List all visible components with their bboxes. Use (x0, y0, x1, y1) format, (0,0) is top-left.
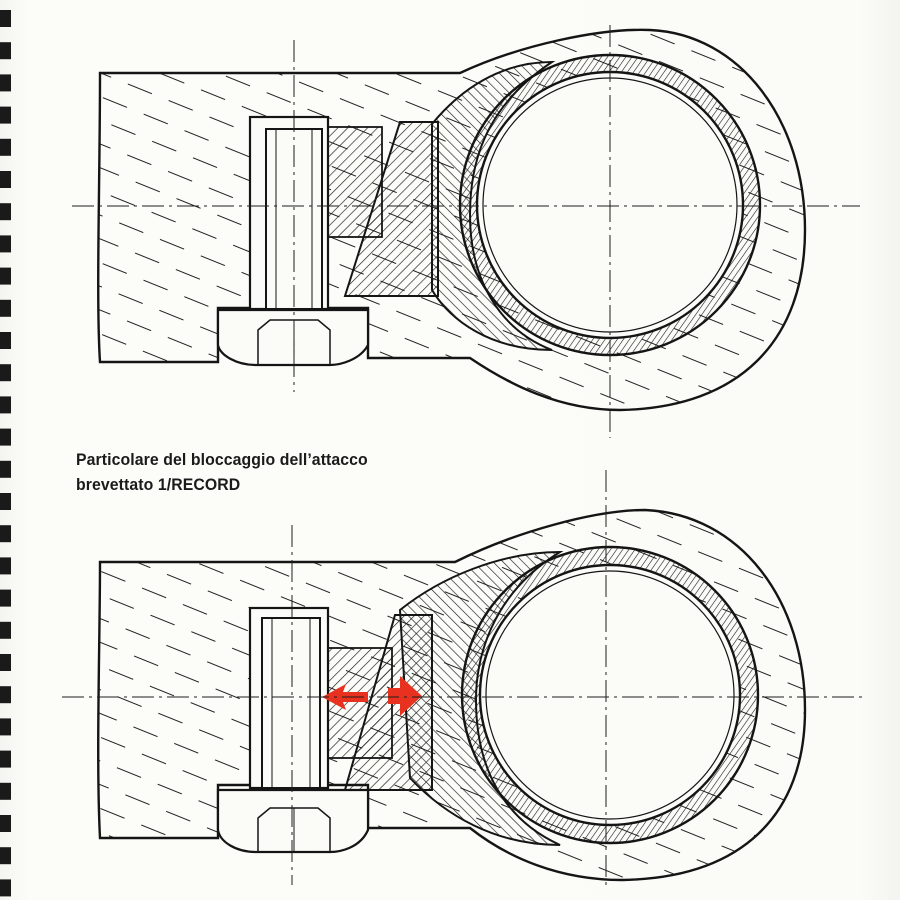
binding-hole (0, 332, 11, 349)
binding-hole (0, 815, 11, 832)
slider-block (321, 126, 383, 238)
bolt-head (216, 308, 370, 367)
caption-line-2: brevettato 1/RECORD (76, 475, 241, 494)
section-drawing-top (72, 25, 860, 438)
caption-line-1: Particolare del bloccaggio dell’attacco (76, 450, 368, 469)
binding-hole (0, 138, 11, 156)
bolt-shank (261, 617, 321, 789)
force-arrow-right (388, 676, 422, 716)
binding-hole (0, 879, 11, 897)
section-drawing-bottom (62, 470, 862, 890)
binding-hole (0, 106, 11, 124)
binding-hole (0, 74, 11, 92)
binding-holes (0, 10, 11, 897)
binding-hole (0, 654, 11, 671)
binding-hole (0, 235, 11, 253)
binding-hole (0, 299, 11, 317)
binding-hole (0, 428, 11, 446)
binding-hole (0, 203, 11, 221)
binding-hole (0, 396, 11, 414)
binding-hole (0, 686, 11, 704)
binding-hole (0, 42, 11, 60)
binding-hole (0, 557, 11, 575)
slider-block (321, 647, 393, 759)
bolt-head (216, 788, 370, 854)
binding-hole (0, 460, 11, 478)
binding-hole (0, 782, 11, 800)
binding-hole (0, 750, 11, 768)
tube-bore (478, 563, 742, 827)
binding-hole (0, 525, 11, 543)
binding-hole (0, 171, 11, 188)
binding-hole (0, 718, 11, 736)
binding-hole (0, 847, 11, 865)
wedge (343, 121, 439, 297)
binding-hole (0, 493, 11, 510)
caption: Particolare del bloccaggio dell’attacco … (76, 447, 368, 497)
binding-hole (0, 267, 11, 285)
binding-hole (0, 621, 11, 639)
binding-hole (0, 364, 11, 382)
binding-hole (0, 589, 11, 607)
tube-wall (485, 570, 735, 820)
binding-hole (0, 10, 11, 27)
